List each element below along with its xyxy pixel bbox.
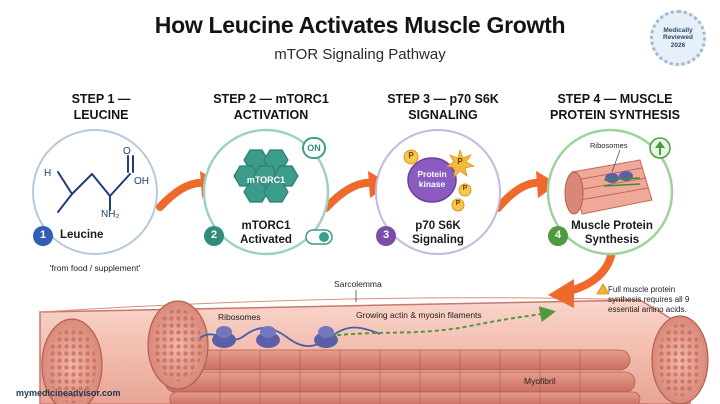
phosphate-label-2: P [457,157,463,166]
page-title: How Leucine Activates Muscle Growth [154,12,566,38]
ribosomes-label: Ribosomes [218,312,261,322]
step-2-label: mTORC1 Activated [226,220,306,248]
mtorc1-complex-icon [233,149,299,203]
molecule-oh-label: OH [134,176,149,187]
muscle-fiber-illustration [39,290,709,404]
step-3-label-line1: p70 S6K [415,220,461,232]
molecule-h-label: H [44,168,52,179]
badge-line-2: Reviewed [663,34,693,42]
step-1-heading-line1: STEP 1 — [71,92,131,106]
step-1-circle [32,129,158,255]
medically-reviewed-badge: Medically Reviewed 2026 [650,10,706,66]
step-4-heading-line1: STEP 4 — MUSCLE [557,92,673,106]
step-number-bubbles [33,226,568,246]
toggle-switch-icon [305,229,333,245]
protein-kinase-label: Protein kinase [408,169,456,190]
amino-acid-note: Full muscle protein synthesis requires a… [608,285,716,315]
myofibril-label: Myofibril [524,376,556,386]
badge-line-3: 2026 [670,41,686,49]
step-3-heading-line1: STEP 3 — p70 S6K [387,92,499,106]
ribosome-icons [212,326,338,348]
page-subtitle: mTOR Signaling Pathway [274,46,446,63]
step-2-number: 2 [210,229,218,241]
phosphate-label-4: P [455,200,461,207]
phosphate-label-3: P [462,185,468,192]
muscle-bundle-icon [564,149,653,215]
badge-line-1: Medically [663,26,693,34]
note-line1: Full muscle protein [608,285,676,294]
step-1-heading-line2: LEUCINE [73,107,129,122]
step-4-ribosomes-label: Ribosomes [590,141,628,150]
warning-icon [596,283,610,295]
molecule-o-label: O [123,146,131,157]
step-3-label: p70 S6K Signaling [398,220,478,248]
step-4-number: 4 [554,229,562,241]
step-4-label: Muscle Protein Synthesis [566,220,658,248]
kinase-line2: kinase [418,178,446,189]
step-1-caption: 'from food / supplement' [49,263,141,273]
leucine-molecule-icon [57,155,134,213]
on-indicator: ON [302,137,326,159]
note-line3: essential amino acids. [608,305,687,314]
protein-kinase-icon [403,148,476,212]
step-4-label-line1: Muscle Protein [571,220,653,232]
note-line2: synthesis requires all 9 [608,295,690,304]
phosphate-label-1: P [408,151,414,160]
mtorc1-complex-label: mTORC1 [246,175,286,185]
step-3-heading-line2: SIGNALING [408,107,478,122]
step-2-label-line2: Activated [240,233,292,246]
step-3-label-line2: Signaling [412,233,464,246]
step-2-heading-line2: ACTIVATION [233,107,309,122]
sarcolemma-label: Sarcolemma [334,279,382,289]
up-arrow-icon [649,137,671,159]
step-2-label-line1: mTORC1 [241,220,291,232]
step-2-heading-line1: STEP 2 — mTORC1 [213,92,329,106]
filaments-label: Growing actin & myosin filaments [356,310,482,320]
step-4-label-line2: Synthesis [584,233,640,246]
step-1-label: Leucine [60,229,104,241]
molecule-nh2-label: NH₂ [101,209,120,220]
step-4-heading-line2: PROTEIN SYNTHESIS [550,107,680,122]
footer-site-url: mymedicineadvisor.com [16,388,121,398]
flow-arrows [156,171,616,308]
step-2-heading: STEP 2 — mTORC1 ACTIVATION [186,92,356,123]
step-4-heading: STEP 4 — MUSCLE PROTEIN SYNTHESIS [530,92,700,123]
step-3-number: 3 [382,229,390,241]
step-1-heading: STEP 1 — LEUCINE [16,92,186,123]
kinase-line1: Protein [417,169,447,179]
step-3-heading: STEP 3 — p70 S6K SIGNALING [358,92,528,123]
step-1-number: 1 [39,229,47,241]
